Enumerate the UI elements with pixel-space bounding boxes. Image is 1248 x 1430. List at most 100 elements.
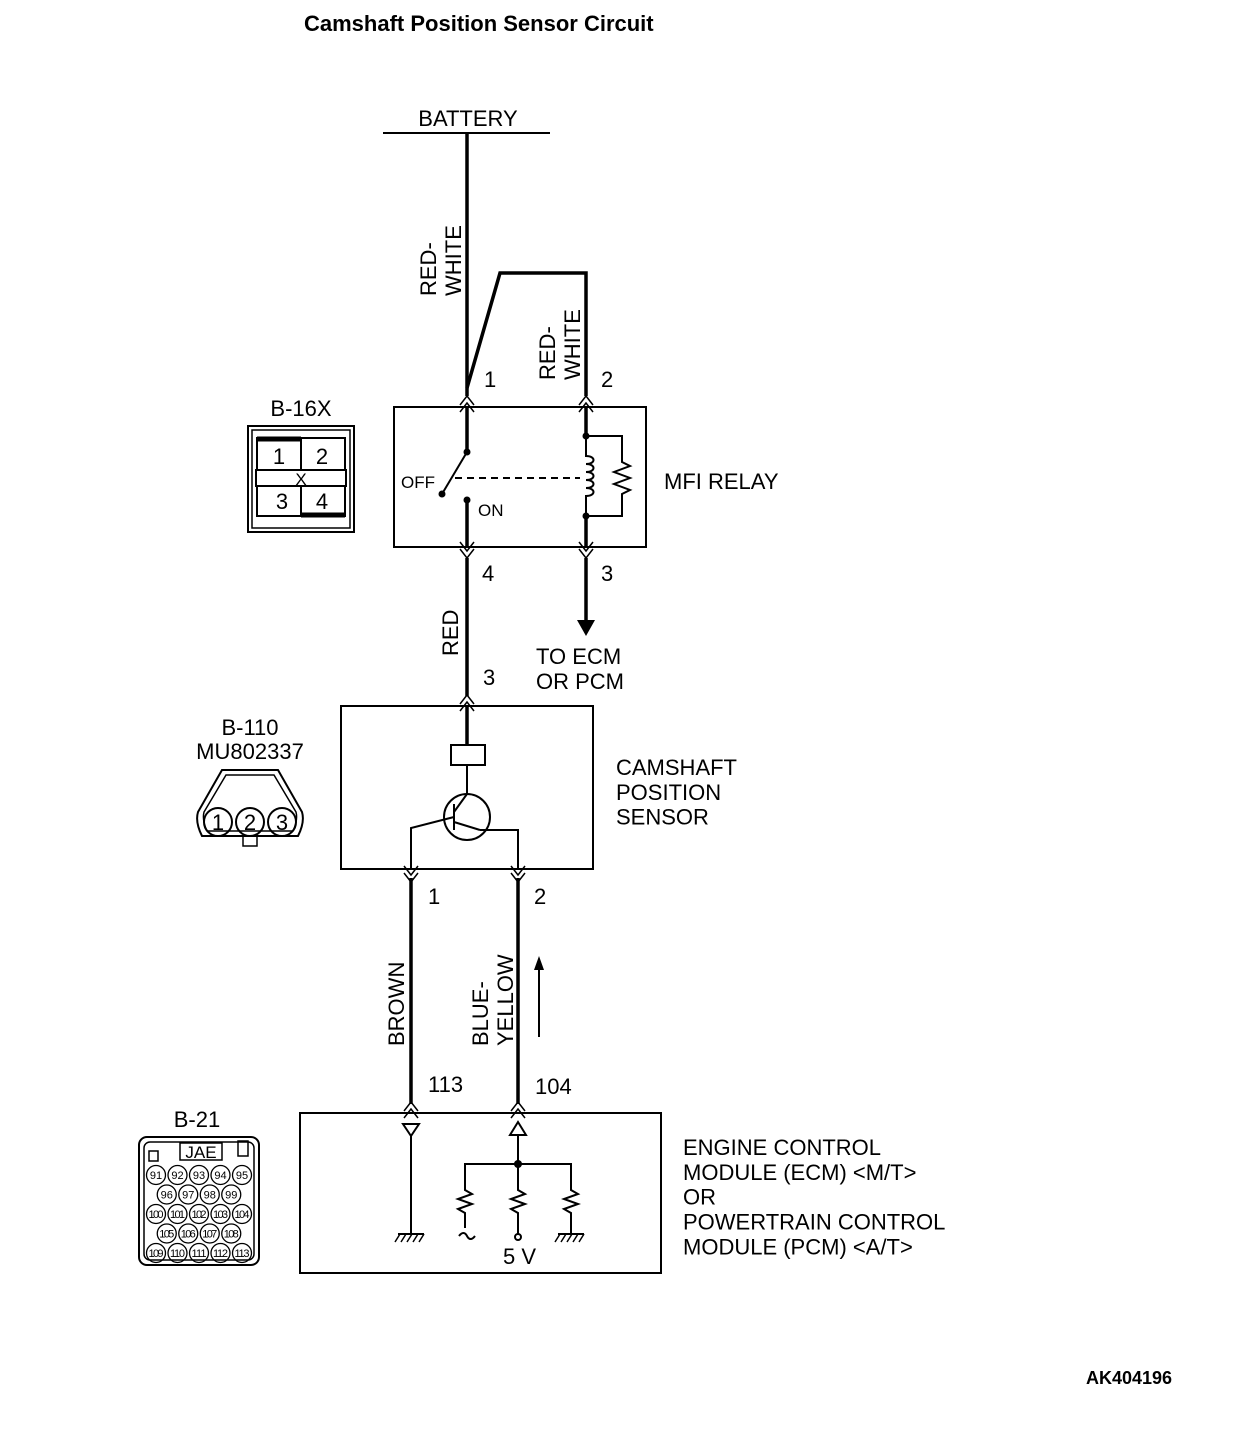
connector-b110-pin-3: 3: [276, 810, 288, 835]
wire-label-brown: BROWN: [384, 962, 409, 1046]
connector-b21-pin-98: 98: [204, 1190, 216, 1202]
connector-b16x-mark: X: [295, 470, 306, 489]
connector-b21-pin-circle: [231, 1203, 253, 1225]
connector-b21-pin-103: 103: [213, 1209, 228, 1221]
connector-b16x-id: B-16X: [270, 396, 331, 421]
wire-label-red: RED: [438, 610, 463, 656]
connector-b21-pin-113: 113: [235, 1248, 250, 1260]
wire-label-red-white-2: RED-WHITE: [535, 309, 585, 380]
connector-b21-pin-circle: [188, 1164, 210, 1186]
connector-b16x-pin-3: 3: [276, 489, 288, 514]
connector-b21-pin-93: 93: [193, 1170, 205, 1182]
ecm-supply-label: 5 V: [503, 1244, 536, 1269]
connector-b21-pin-94: 94: [214, 1170, 226, 1182]
mfi-relay-label: MFI RELAY: [664, 469, 779, 494]
connector-b21-pin-96: 96: [161, 1190, 173, 1202]
relay-switch-on-label: ON: [478, 501, 504, 520]
connector-b21-pin-circle: [199, 1223, 220, 1244]
connector-b16x-pin-1: 1: [273, 444, 285, 469]
connector-b21-pin-102: 102: [192, 1209, 207, 1221]
connector-b21-pin-grid: 91 92 93 94 95 96 97 98 99 100 101 102 103 104 105 106 1…: [145, 1164, 253, 1264]
wire-label-blue-yellow: BLUE-YELLOW: [468, 954, 518, 1046]
connector-b21-pin-108: 108: [224, 1229, 239, 1241]
connector-b21-pin-circle: [156, 1184, 177, 1205]
sensor-pin-2: 2: [534, 884, 546, 909]
wire-battery-to-relay: RED-WHITE: [416, 133, 469, 396]
connector-b16x: B-16X 1 2 X 3 4: [247, 396, 355, 533]
connector-b21-pin-circle: [145, 1203, 167, 1225]
figure-id: AK404196: [1086, 1368, 1172, 1388]
connector-b21-pin-99: 99: [225, 1190, 237, 1202]
connector-b21-pin-111: 111: [192, 1248, 207, 1260]
ecm-pin-113: 113: [428, 1072, 463, 1097]
connector-b21-pin-112: 112: [213, 1248, 228, 1260]
arrow-down-icon: [577, 620, 595, 636]
connector-b21-pin-109: 109: [149, 1248, 164, 1260]
connector-b110-id: B-110: [221, 715, 278, 740]
wire-sensor-ground: BROWN: [384, 878, 413, 1104]
connector-b21-pin-circle: [156, 1223, 177, 1244]
connector-b21-pin-circle: [167, 1164, 188, 1186]
diagram-title: Camshaft Position Sensor Circuit: [304, 11, 654, 36]
connector-b21-pin-circle: [221, 1223, 242, 1244]
relay-pin-2: 2: [601, 367, 613, 392]
relay-switch-off-label: OFF: [401, 473, 435, 492]
connector-b110-pin-2: 2: [244, 810, 256, 835]
connector-b21-pin-circle: [231, 1242, 253, 1264]
connector-b16x-pin-4: 4: [316, 489, 328, 514]
connector-b21-pin-circle: [167, 1242, 188, 1264]
connector-b21-pin-circle: [188, 1203, 210, 1225]
connector-b21-pin-circle: [221, 1184, 242, 1205]
connector-b21-pin-circle: [145, 1242, 167, 1264]
connector-b21-pin-circle: [210, 1203, 231, 1225]
connector-b21-pin-106: 106: [181, 1229, 196, 1241]
connector-b21-pin-105: 105: [159, 1229, 174, 1241]
connector-b21-brand: JAE: [185, 1143, 216, 1162]
connector-b21: B-21 JAE 91 92 93 94 95 96 97 98 99 100 101 102 103 1…: [138, 1107, 260, 1266]
sensor-pin-1: 1: [428, 884, 440, 909]
connector-b21-pin-101: 101: [170, 1209, 185, 1221]
mfi-relay: OFF ON MFI RELAY 1 2 4 3: [393, 367, 779, 586]
connector-b21-pin-100: 100: [149, 1209, 164, 1221]
connector-b21-pin-92: 92: [171, 1170, 183, 1182]
wire-relay-pin2-feed: RED-WHITE: [465, 271, 588, 396]
connector-b21-pin-circle: [188, 1242, 210, 1264]
connector-b21-pin-circle: [145, 1164, 167, 1186]
connector-b21-pin-91: 91: [150, 1170, 162, 1182]
connector-b21-pin-circle: [199, 1184, 220, 1205]
connector-b21-pin-circle: [178, 1223, 199, 1244]
connector-b16x-pin-2: 2: [316, 444, 328, 469]
ecm-pin-104: 104: [535, 1074, 572, 1099]
wire-label-red-white-1: RED-WHITE: [416, 225, 466, 296]
connector-b110: B-110 MU802337 1 2 3: [196, 715, 304, 847]
relay-pin-3: 3: [601, 561, 613, 586]
wire-sensor-signal: BLUE-YELLOW: [468, 878, 544, 1104]
connector-b110-pin-1: 1: [212, 810, 224, 835]
connector-b21-pin-107: 107: [202, 1229, 217, 1241]
connector-b21-pin-97: 97: [182, 1190, 194, 1202]
battery-symbol: BATTERY: [383, 106, 550, 134]
connector-b21-pin-circle: [210, 1164, 231, 1186]
connector-b21-pin-104: 104: [235, 1209, 250, 1221]
sensor-pin-3: 3: [483, 665, 495, 690]
connector-b21-pin-circle: [210, 1242, 231, 1264]
connector-b21-id: B-21: [174, 1107, 220, 1132]
relay-pin-1: 1: [484, 367, 496, 392]
battery-label: BATTERY: [418, 106, 518, 131]
connector-b110-part: MU802337: [196, 739, 304, 764]
connector-b21-pin-circle: [167, 1203, 188, 1225]
relay-pin-4: 4: [482, 561, 494, 586]
connector-b21-pin-95: 95: [236, 1170, 248, 1182]
signal-direction-arrow-icon: [534, 956, 544, 970]
connector-b21-pin-110: 110: [170, 1248, 185, 1260]
wire-relay-to-sensor: RED: [438, 558, 469, 696]
connector-b21-pin-circle: [178, 1184, 199, 1205]
connector-b21-pin-circle: [231, 1164, 253, 1186]
